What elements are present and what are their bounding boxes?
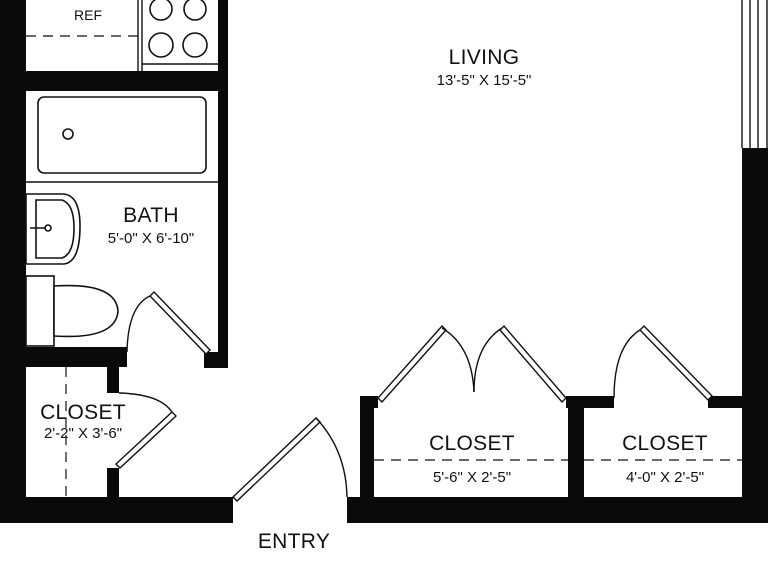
room-label-closet-center: CLOSET [429,432,515,455]
sink-icon [25,193,81,265]
wall-closet-center-left [360,396,374,500]
door-swing-icon [613,325,713,401]
room-dims-closet-right: 4'-0" X 2'-5" [626,469,704,486]
stove-icon [142,0,218,65]
wall-closet-center-left-top [360,396,378,408]
closet-right [584,325,742,461]
bathtub-icon [26,96,218,183]
wall-bath-right [218,0,228,368]
wall-closet-divider [568,396,584,500]
wall-bottom-right [347,497,768,523]
wall-right-exterior [742,148,768,523]
room-label-closet-left: CLOSET [40,401,126,424]
kitchen [26,0,218,71]
closet-center [374,324,568,461]
door-swing-icon [114,392,178,469]
wall-closet-right-top-b [708,396,748,408]
room-dims-closet-center: 5'-6" X 2'-5" [433,469,511,486]
wall-bath-bottom [0,347,127,367]
wall-bath-door-jamb [204,352,228,368]
room-dims-closet-left: 2'-2" X 3'-6" [44,425,122,442]
room-label-ref: REF [74,7,102,23]
door-swing-icon [126,291,211,355]
room-label-closet-right: CLOSET [622,432,708,455]
wall-closet-right-top [584,396,614,408]
wall-closet-divider-top [566,396,586,408]
room-dims-bath: 5'-0" X 6'-10" [108,230,194,247]
wall-bottom-left [0,497,233,523]
room-dims-living: 13'-5" X 15'-5" [437,72,532,89]
room-label-living: LIVING [449,46,520,69]
door-swing-icon [231,417,348,502]
toilet-icon [25,275,119,347]
wall-closet-left-jamb-top [107,365,119,393]
closet-left [65,367,178,497]
wall-closet-left-jamb-bottom [107,468,119,500]
door-swing-icon [377,324,567,404]
wall-kitchen-bath [0,71,228,91]
window-icon [741,0,768,148]
room-label-entry: ENTRY [258,530,330,553]
bathroom [25,96,218,347]
walls [0,0,768,523]
room-label-bath: BATH [123,204,179,227]
